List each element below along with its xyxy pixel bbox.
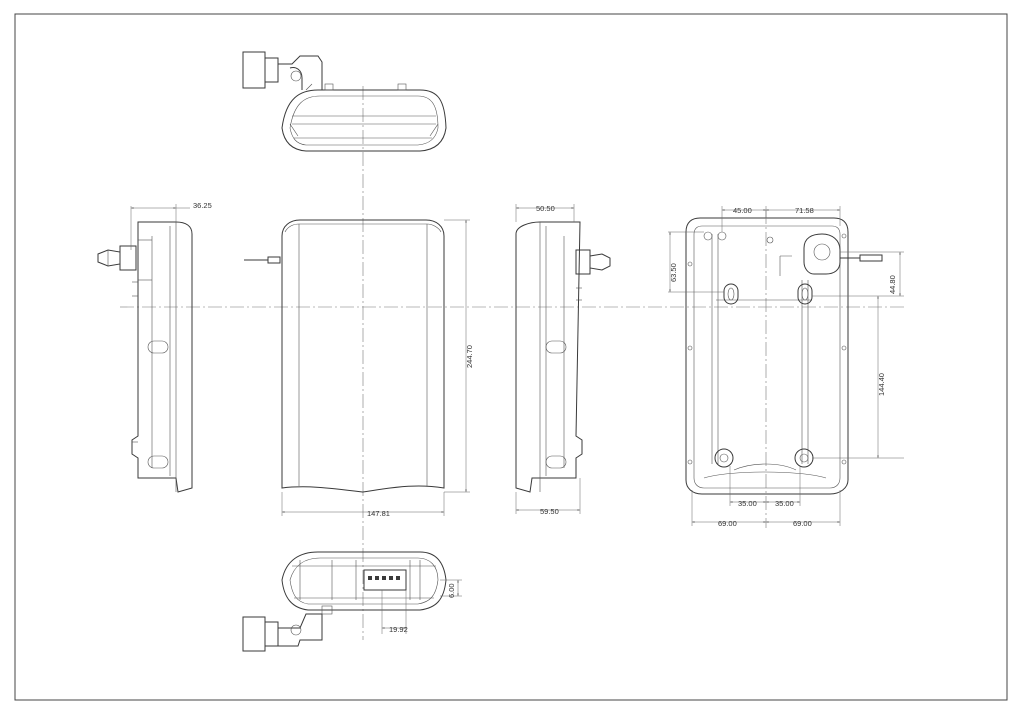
- dim-44-80: 44.80: [888, 275, 897, 294]
- dim-6-00: 6.00: [447, 583, 456, 598]
- front-view: 244.70 147.81: [244, 219, 474, 518]
- dim-36-25: 36.25: [193, 201, 212, 210]
- back-view: 45.00 71.58 63.50 44.80 144.40 35.00 35.…: [668, 206, 904, 528]
- dim-19-92: 19.92: [389, 625, 408, 634]
- top-view: [242, 51, 447, 152]
- sheet-border: [14, 13, 1008, 701]
- dim-59-50: 59.50: [540, 507, 559, 516]
- dim-35-00-right: 35.00: [775, 499, 794, 508]
- dim-69-00-right: 69.00: [793, 519, 812, 528]
- dim-63-50: 63.50: [669, 263, 678, 282]
- dim-144-40: 144.40: [877, 373, 886, 396]
- dim-50-50: 50.50: [536, 204, 555, 213]
- dim-147-81: 147.81: [367, 509, 390, 518]
- dim-45-00: 45.00: [733, 206, 752, 215]
- right-side-view: 50.50 59.50: [515, 204, 611, 516]
- dim-69-00-left: 69.00: [718, 519, 737, 528]
- bottom-view: 19.92 6.00: [242, 551, 462, 652]
- dim-244-70: 244.70: [465, 345, 474, 368]
- dim-71-58: 71.58: [795, 206, 814, 215]
- dim-35-00-left: 35.00: [738, 499, 757, 508]
- left-side-view: 36.25: [97, 201, 212, 493]
